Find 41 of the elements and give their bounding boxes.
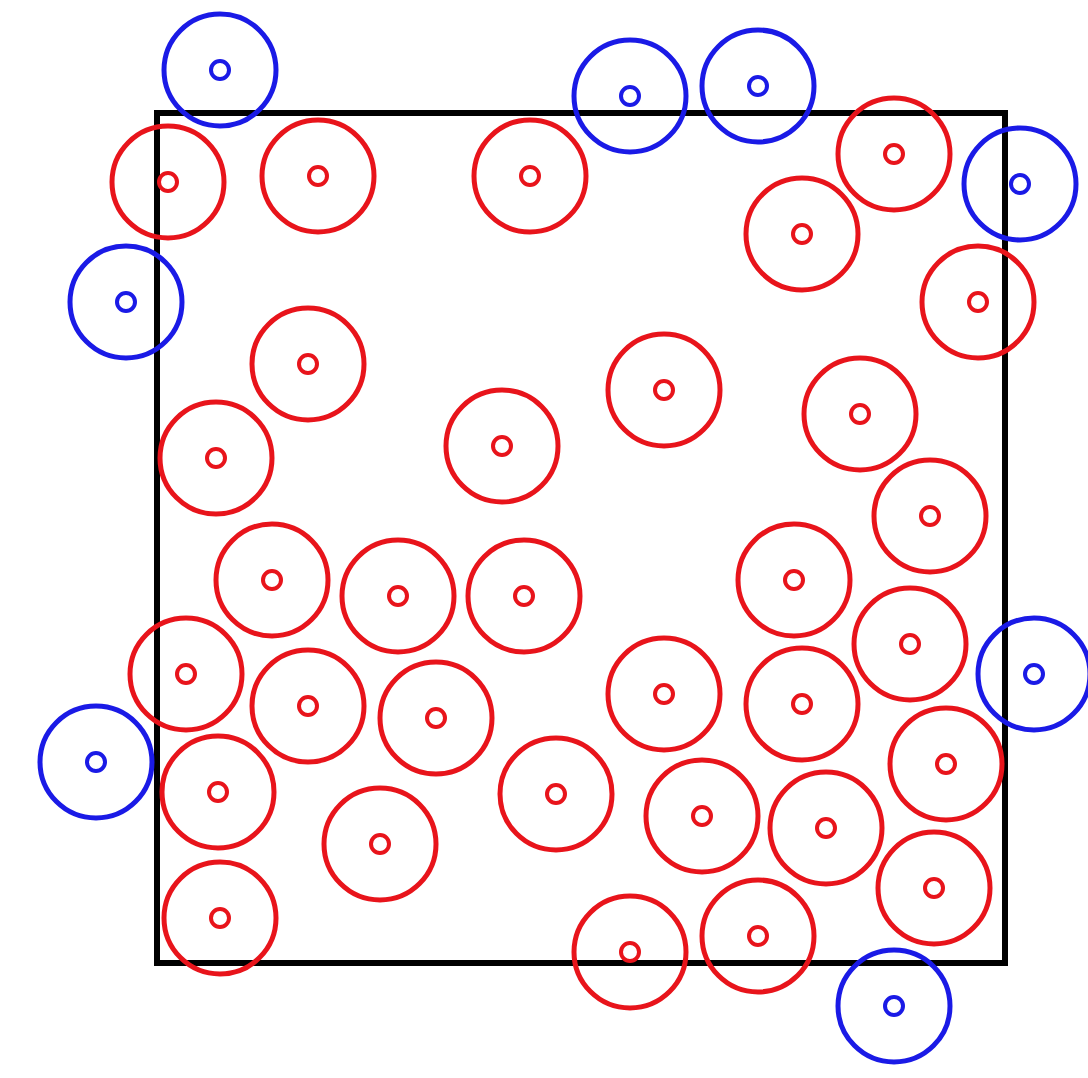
ring-marker: [850, 584, 970, 704]
ring-marker: [742, 644, 862, 764]
ring-marker: [834, 94, 954, 214]
ring-marker: [698, 876, 818, 996]
ring-marker: [376, 658, 496, 778]
ring-marker: [886, 704, 1006, 824]
ring-marker: [464, 536, 584, 656]
ring-marker: [604, 330, 724, 450]
ring-marker: [470, 116, 590, 236]
ring-marker: [212, 520, 332, 640]
ring-marker: [874, 828, 994, 948]
ring-marker: [800, 354, 920, 474]
ring-marker: [642, 756, 762, 876]
ring-marker: [160, 10, 280, 130]
ring-marker: [734, 520, 854, 640]
ring-marker: [158, 732, 278, 852]
ring-marker: [258, 116, 378, 236]
square-boundary: [154, 110, 1008, 966]
ring-marker: [960, 124, 1080, 244]
ring-marker: [742, 174, 862, 294]
ring-marker: [160, 858, 280, 978]
ring-marker: [248, 646, 368, 766]
ring-marker: [604, 634, 724, 754]
ring-marker: [918, 242, 1038, 362]
ring-marker: [66, 242, 186, 362]
ring-marker: [248, 304, 368, 424]
ring-marker: [698, 26, 818, 146]
ring-marker: [338, 536, 458, 656]
ring-marker: [126, 614, 246, 734]
ring-marker: [442, 386, 562, 506]
ring-marker: [570, 892, 690, 1012]
ring-marker: [36, 702, 156, 822]
ring-marker: [570, 36, 690, 156]
ring-marker: [496, 734, 616, 854]
ring-marker: [108, 122, 228, 242]
ring-marker: [766, 768, 886, 888]
ring-marker: [974, 614, 1088, 734]
ring-marker: [156, 398, 276, 518]
ring-marker: [320, 784, 440, 904]
ring-marker: [870, 456, 990, 576]
ring-marker: [834, 946, 954, 1066]
